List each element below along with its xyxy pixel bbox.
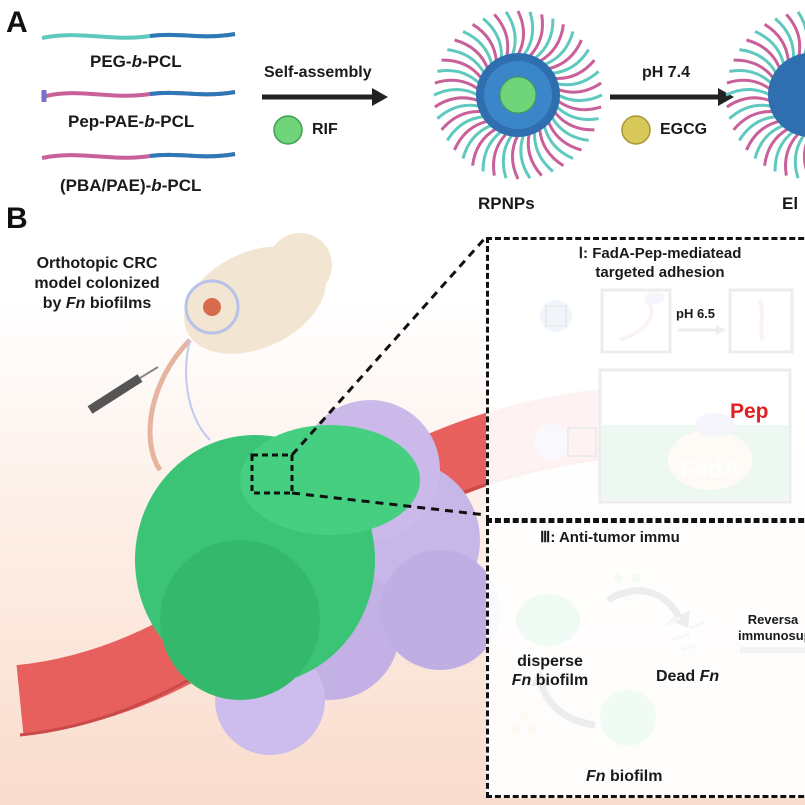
panel-a-letter: A [6, 6, 28, 39]
anti-tumor-box [486, 520, 805, 798]
ph-arrow [610, 88, 734, 106]
biofilm-cluster [135, 425, 420, 700]
syringe-icon [87, 366, 159, 414]
egcg-sphere-icon [621, 115, 651, 145]
polymer-3-label: (PBA/PAE)-b-PCL [60, 176, 202, 195]
disperse-biofilm-label: disperse Fn biofilm [511, 653, 589, 689]
pep-pae-b-pcl-chain [41, 90, 236, 102]
egcg-label: EGCG [660, 121, 708, 138]
reversal-label: Reversa immunosupp [738, 612, 805, 643]
pba-pae-b-pcl-chain [41, 152, 236, 160]
adhesion-box [486, 237, 805, 521]
rpnps-label: RPNPs [478, 194, 535, 213]
rif-sphere-icon [273, 115, 303, 145]
anti-tumor-box-title: Ⅲ: Anti-tumor immu [540, 529, 680, 546]
panel-b-letter: B [6, 202, 28, 235]
fn-biofilm-label: Fn biofilm [586, 768, 663, 785]
rpnp-nanoparticle [433, 10, 603, 180]
erpnps-partial-label: El [782, 194, 799, 213]
polymer-2-label: Pep-PAE-b-PCL [68, 112, 195, 131]
erpnp-nanoparticle [725, 11, 805, 179]
model-caption: Orthotopic CRC model colonized by Fn bio… [34, 255, 160, 312]
self-assembly-arrow [262, 88, 388, 106]
ph-6-5-label: pH 6.5 [676, 306, 716, 321]
self-assembly-label: Self-assembly [264, 64, 372, 81]
zoom-region-box [250, 453, 294, 495]
ph-7-4-label: pH 7.4 [642, 64, 691, 81]
adhesion-box-title: Ⅰ: FadA-Pep-mediatead targeted adhesion [578, 245, 742, 281]
peg-b-pcl-chain [41, 32, 236, 40]
dead-fn-label: Dead Fn [656, 668, 720, 685]
fada-label: FadA [680, 456, 740, 483]
rif-label: RIF [312, 121, 338, 138]
polymer-1-label: PEG-b-PCL [90, 52, 182, 71]
mouse-illustration [147, 233, 332, 472]
pep-label: Pep [730, 400, 769, 423]
